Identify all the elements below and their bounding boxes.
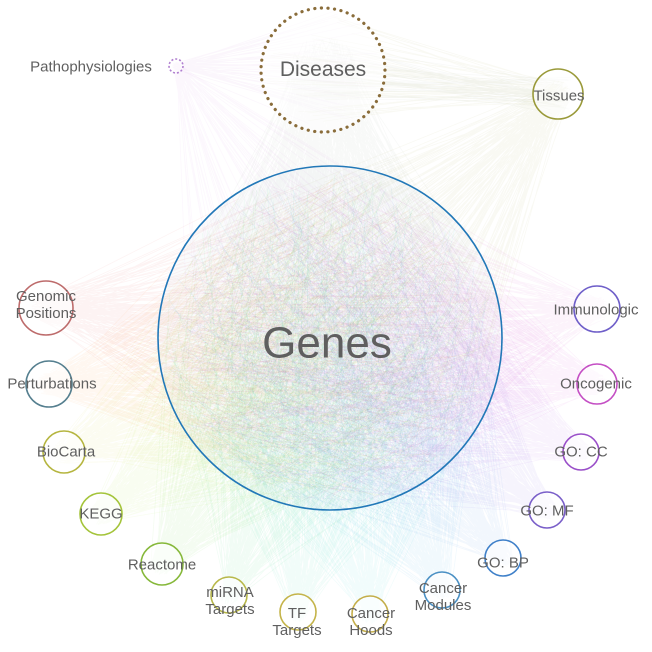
edge-bundle-biocarta-genes — [52, 171, 479, 500]
node-cancer-hoods[interactable] — [351, 595, 389, 633]
node-mirna-targets[interactable] — [210, 576, 248, 614]
edge-bundle-go-cc-genes — [172, 177, 591, 503]
node-tf-targets[interactable] — [279, 593, 317, 631]
node-diseases[interactable] — [259, 6, 387, 134]
edge-bundle-go-bp-genes — [177, 173, 513, 569]
node-immunologic[interactable] — [573, 285, 621, 333]
edge-bundle-genomic-positions-genes — [31, 175, 487, 495]
edge-bundle-perturbations-genes — [36, 173, 480, 500]
node-genomic-positions[interactable] — [18, 280, 74, 336]
node-oncogenic[interactable] — [576, 363, 618, 405]
node-kegg[interactable] — [79, 492, 123, 536]
node-go-bp[interactable] — [484, 539, 522, 577]
node-tissues[interactable] — [532, 68, 584, 120]
node-genes[interactable] — [157, 165, 503, 511]
node-go-cc[interactable] — [562, 433, 600, 471]
edge-bundle-mirna-targets-genes — [167, 180, 490, 605]
edge-bundle-tissues-diseases — [266, 16, 572, 122]
node-pathophysiologies[interactable] — [168, 58, 184, 74]
edge-bundle-diseases-tissues — [290, 38, 578, 114]
edge-bundle-reactome-genes — [150, 178, 494, 575]
edge-bundle-kegg-genes — [89, 185, 495, 525]
node-cancer-modules[interactable] — [423, 571, 461, 609]
edge-bundle-tissues-genes — [171, 80, 572, 503]
edge-bundle-tf-targets-genes — [165, 174, 468, 622]
node-reactome[interactable] — [140, 542, 184, 586]
edge-bundle-diseases-genes — [165, 38, 493, 504]
edge-bundle-oncogenic-genes — [168, 178, 608, 500]
node-biocarta[interactable] — [42, 430, 86, 474]
edge-bundle-immunologic-genes — [171, 185, 610, 499]
edge-bundle-cancer-modules-genes — [169, 188, 495, 600]
edge-bundle-go-mf-genes — [169, 180, 557, 520]
node-perturbations[interactable] — [25, 360, 73, 408]
node-go-mf[interactable] — [528, 491, 566, 529]
edge-bundle-cancer-hoods-genes — [168, 182, 497, 624]
edge-bundle-pathophysiologies-genes — [172, 62, 495, 497]
